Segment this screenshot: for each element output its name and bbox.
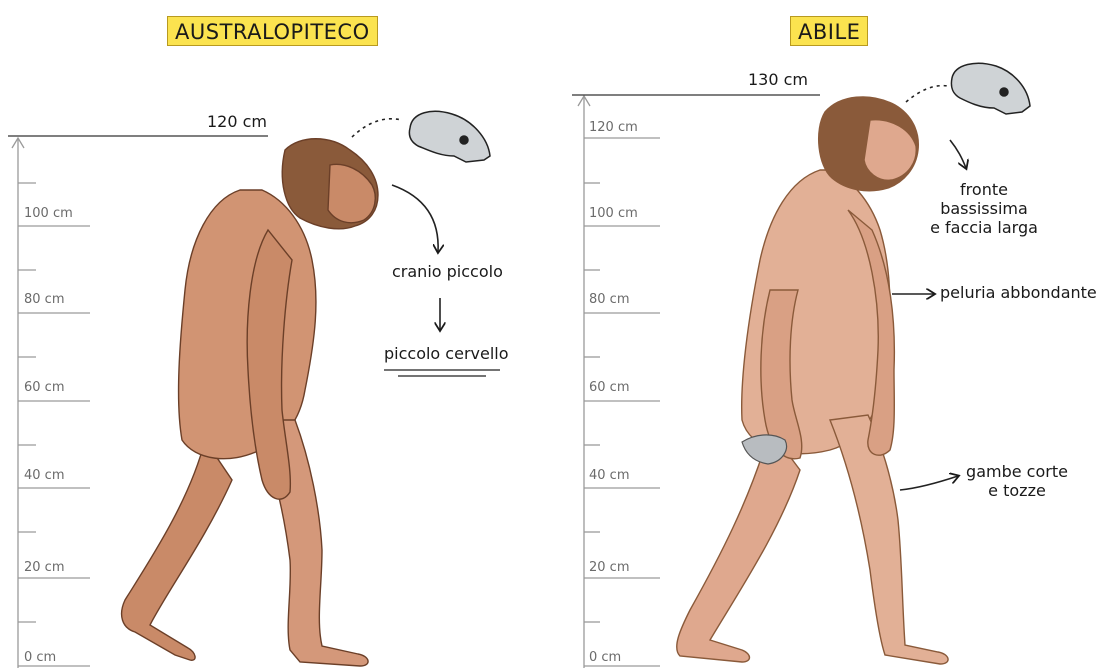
skull-connector-left [352,119,402,137]
homo-habilis-figure [677,97,948,664]
skull-icon-left [409,111,490,162]
skull-icon-right [951,63,1030,114]
arrow-to-gambe [900,476,958,490]
australopithecus-figure [122,139,378,666]
skull-connector-right [906,86,948,102]
stone-tool-icon [742,435,786,464]
arrow-to-fronte [950,140,966,168]
arrow-to-cranio [392,185,438,252]
